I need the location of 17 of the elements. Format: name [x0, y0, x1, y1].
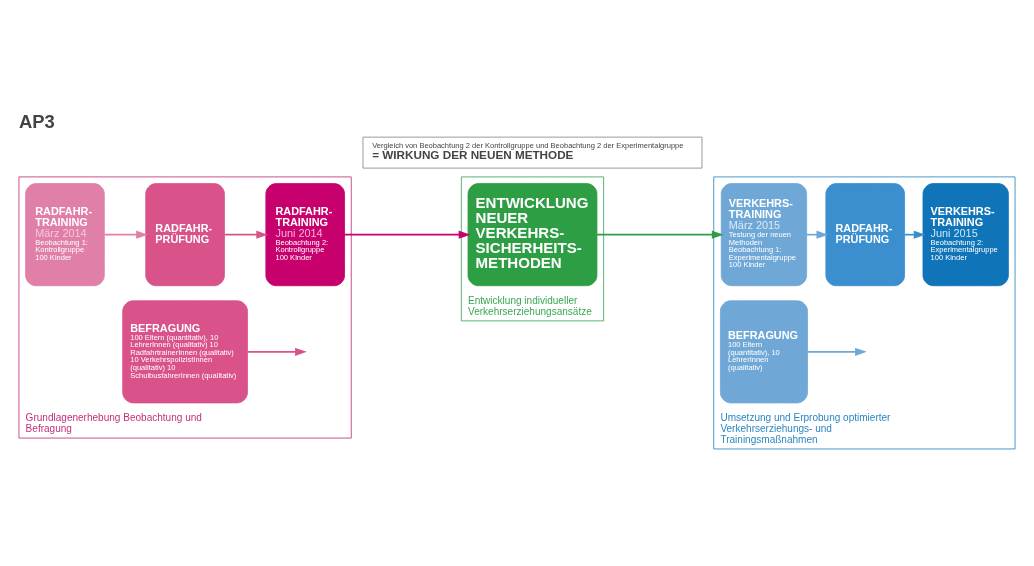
node-box: RADFAHR- TRAINING Juni 2014 Beobachtung 2: Kontrollgruppe 100 Kinder [265, 183, 345, 287]
node-box: RADFAHR- PRÜFUNG [825, 183, 905, 287]
node-box: RADFAHR- TRAINING März 2014 Beobachtung 1: Kontrollgruppe 100 Kinder [25, 183, 105, 287]
arrow [343, 230, 471, 239]
arrow [223, 230, 269, 239]
diagram-title: AP3 [18, 110, 55, 132]
node-box: BEFRAGUNG 100 Eltern (quantitativ), 10 LehrerInnen (qualitativ) [720, 300, 808, 404]
node-box: BEFRAGUNG 100 Eltern (quantitativ), 10 LehrerInnen (qualitativ) 10 RadfahrtrainerInnen (qualitativ) 10 VerkehrspolizistInnen (qualitativ) 10 SchulbusfahrerInnen (qualitativ) [122, 300, 248, 404]
arrow [596, 230, 724, 239]
arrow [103, 230, 148, 239]
arrow [806, 347, 867, 356]
node-box: VERKEHRS- TRAINING März 2015 Testung der neuen Methoden Beobachtung 1: Experimentalgruppe 100 Kinder [720, 183, 808, 287]
node-box: RADFAHR- PRÜFUNG [145, 183, 225, 287]
node-box: VERKEHRS- TRAINING Juni 2015 Beobachtung 2: Experimentalgruppe 100 Kinder [922, 183, 1009, 287]
node-box: Vergleich von Beobachtung 2 der Kontrollgruppe und Beobachtung 2 der Experimentalgruppe = WIRKUNG DER NEUEN METHODE [362, 136, 703, 169]
node-box: ENTWICKLUNG NEUER VERKEHRS- SICHERHEITS- METHODEN [467, 183, 598, 287]
arrow [246, 347, 307, 356]
